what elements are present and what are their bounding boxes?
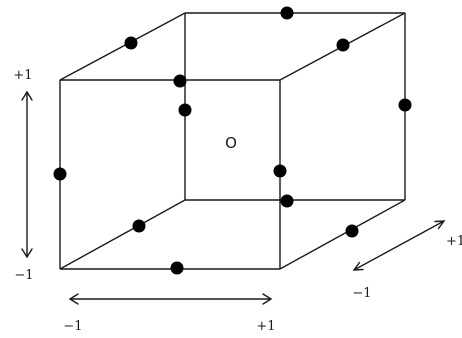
design-point [345, 224, 359, 238]
design-point [280, 194, 294, 208]
depth-bottom-left-edge [59, 199, 186, 270]
horizontal-axis-arrowhead-right [262, 293, 273, 305]
vertical-axis-min-label: −1 [14, 268, 33, 283]
depth-axis-arrowhead-low [352, 261, 364, 271]
center-point-label: O [225, 134, 237, 152]
vertical-axis-arrowhead-bottom [21, 248, 33, 259]
vertical-axis: +1 −1 [13, 68, 33, 283]
design-point [53, 167, 67, 181]
depth-axis-arrowhead-high [434, 220, 446, 230]
design-point [132, 219, 146, 233]
depth-bottom-right-edge [279, 199, 406, 270]
design-point [124, 36, 138, 50]
cube-edges [59, 12, 406, 270]
horizontal-axis-max-label: +1 [256, 319, 275, 334]
horizontal-axis-min-label: −1 [63, 319, 82, 334]
design-point [178, 103, 192, 117]
design-point [280, 6, 294, 20]
vertical-axis-arrowhead-top [21, 90, 33, 101]
design-point [170, 261, 184, 275]
depth-axis-max-label: +1 [446, 234, 462, 249]
depth-axis-min-label: −1 [352, 286, 371, 301]
design-point [273, 164, 287, 178]
horizontal-axis-arrowhead-left [68, 293, 79, 305]
depth-axis-line [353, 220, 445, 271]
vertical-axis-max-label: +1 [13, 68, 32, 83]
depth-top-left-edge [59, 12, 186, 81]
design-point [336, 38, 350, 52]
horizontal-axis: −1 +1 [63, 293, 276, 334]
design-point [173, 74, 187, 88]
design-points [53, 6, 412, 275]
design-point [398, 98, 412, 112]
depth-axis: −1 +1 [352, 220, 462, 301]
